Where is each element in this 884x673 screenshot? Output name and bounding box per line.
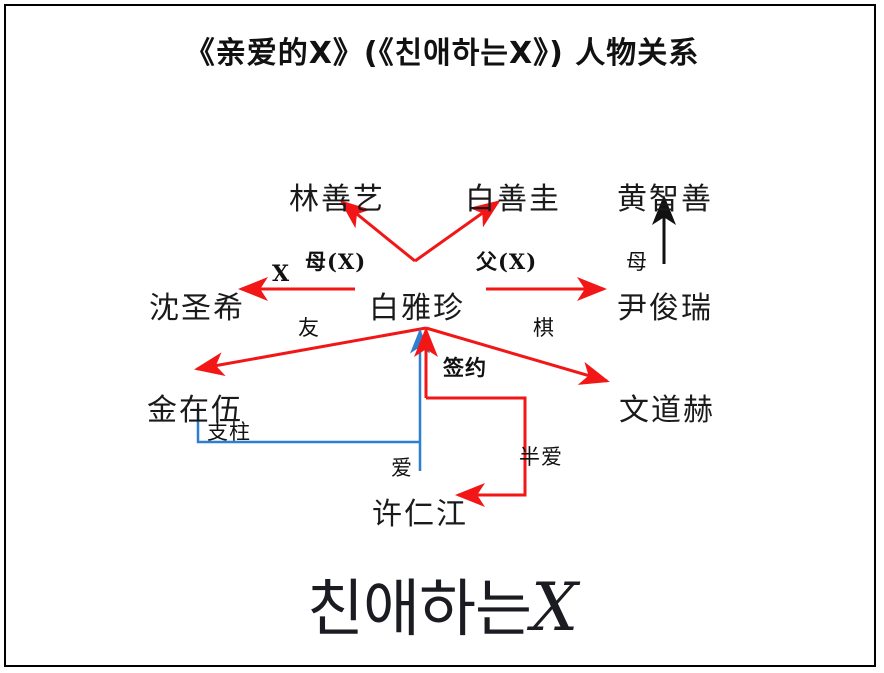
edge-label-love: 爱: [391, 456, 413, 480]
edge-label-half-love: 半爱: [519, 445, 563, 469]
node-lin-shanyi[interactable]: 林善艺: [289, 182, 385, 217]
diagram-frame: 《亲爱的X》(《친애하는X》) 人物关系 林善艺 白善圭 黄智善 沈圣希 白雅珍…: [4, 4, 876, 667]
edge-label-chess: 棋: [533, 316, 555, 340]
node-xu-renjiang[interactable]: 许仁江: [372, 497, 468, 532]
edge-label-mother-x: 母(X): [305, 249, 367, 274]
edge-yazhen-to-father-line: [414, 200, 501, 263]
edge-half-love-line: [426, 396, 527, 507]
node-wen-daohe[interactable]: 文道赫: [619, 393, 715, 428]
relationship-diagram-canvas: [194, 195, 676, 507]
show-logo: 친애하는X: [6, 558, 878, 648]
edge-label-contract: 签约: [443, 355, 487, 380]
node-huang-zhishan[interactable]: 黄智善: [617, 182, 713, 217]
node-bai-yazhen[interactable]: 白雅珍: [369, 291, 465, 326]
logo-text: 친애하는: [306, 572, 532, 645]
node-shen-shengxi[interactable]: 沈圣希: [149, 291, 245, 326]
edge-zaiwu-support-line: [196, 411, 420, 444]
edge-label-support: 支柱: [207, 420, 251, 444]
edge-label-father-x: 父(X): [476, 249, 538, 274]
edge-yazhen-to-daohe-line: [425, 326, 610, 385]
page-title: 《亲爱的X》(《친애하는X》) 人物关系: [184, 36, 700, 71]
logo-x-mark: X: [531, 569, 578, 646]
node-bai-shangui[interactable]: 白善圭: [465, 182, 561, 217]
node-jin-zaiwu[interactable]: 金在伍: [147, 393, 243, 428]
edge-yazhen-to-mother-line: [339, 200, 416, 263]
edge-label-mother: 母: [626, 250, 648, 274]
node-yin-junrui[interactable]: 尹俊瑞: [617, 291, 713, 326]
edge-label-friend: 友: [298, 316, 320, 340]
edge-yazhen-to-zaiwu-line: [194, 326, 427, 377]
edge-label-x: X: [272, 261, 291, 287]
